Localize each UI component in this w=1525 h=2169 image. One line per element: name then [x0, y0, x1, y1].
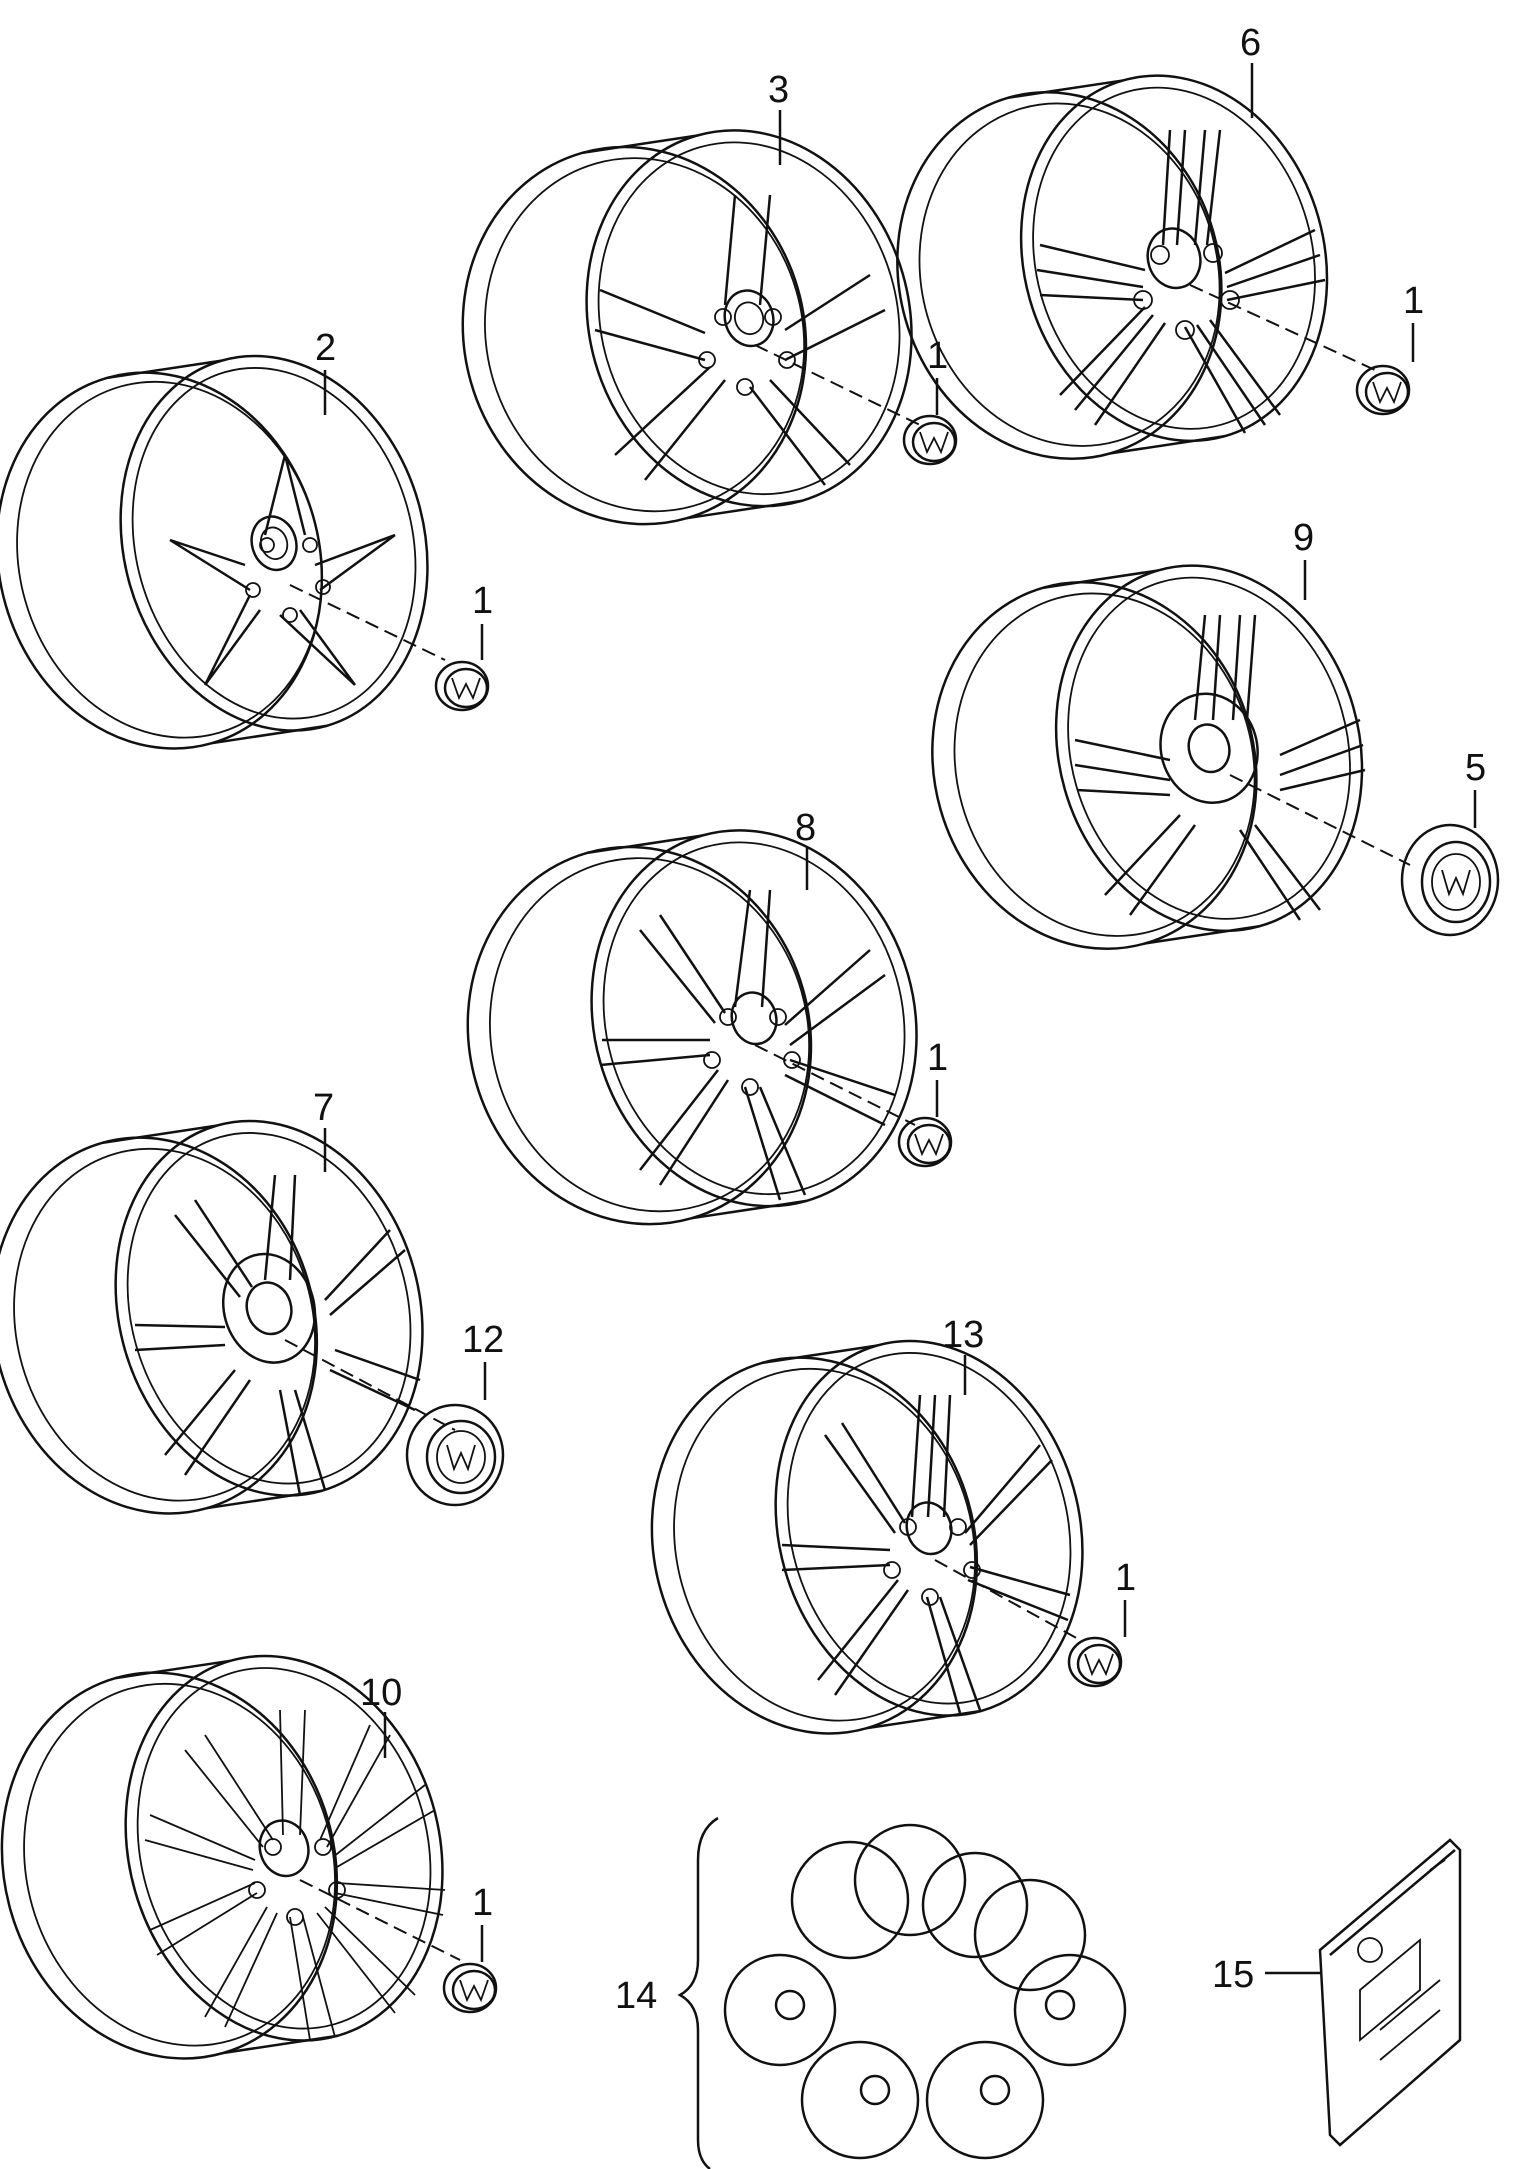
wheel-8[interactable]	[424, 777, 961, 1279]
wheel-3[interactable]	[419, 77, 956, 579]
wheel-9-spokes	[1074, 614, 1366, 921]
axis-line-10	[299, 1879, 461, 1961]
axis-line-2	[289, 584, 446, 661]
axis-line-8	[754, 1044, 916, 1126]
callout-12: 12	[462, 1319, 504, 1361]
wheel-10[interactable]	[0, 1604, 487, 2113]
axis-line-9	[1229, 774, 1411, 866]
callout-14: 14	[615, 1975, 657, 2017]
callout-1: 1	[1115, 1557, 1136, 1599]
callout-1: 1	[472, 1882, 493, 1924]
leader-lines	[323, 63, 1477, 1962]
callout-6: 6	[1240, 22, 1261, 64]
callout-9: 9	[1293, 517, 1314, 559]
callout-1: 1	[1403, 280, 1424, 322]
wheel-6[interactable]	[855, 25, 1370, 512]
axis-line-6	[1189, 284, 1376, 371]
axis-line-3	[754, 344, 921, 426]
center-cap-large-vw-icon[interactable]	[405, 1403, 505, 1507]
ring-and-disc-kit[interactable]	[677, 1816, 1127, 2169]
callout-2: 2	[315, 327, 336, 369]
callout-1: 1	[472, 580, 493, 622]
wheel-2[interactable]	[0, 305, 471, 802]
callout-15: 15	[1212, 1954, 1254, 1996]
wheel-7-spokes	[134, 1174, 421, 1496]
wheel-10-spokes	[144, 1709, 446, 2041]
callout-5: 5	[1465, 747, 1486, 789]
wheel-13[interactable]	[608, 1290, 1125, 1787]
callout-3: 3	[768, 69, 789, 111]
center-cap-small-vw-icon[interactable]	[434, 660, 490, 712]
wheel-3-spokes	[594, 194, 886, 486]
wheel-6-spokes	[1036, 129, 1326, 434]
callout-1: 1	[927, 335, 948, 377]
wheel-7[interactable]	[0, 1070, 466, 1567]
package-icon[interactable]	[1318, 1838, 1462, 2147]
center-cap-small-vw-icon[interactable]	[902, 414, 958, 466]
wheel-9[interactable]	[890, 515, 1405, 1002]
wheel-13-spokes	[781, 1394, 1071, 1714]
center-cap-small-vw-icon[interactable]	[442, 1962, 498, 2014]
callout-8: 8	[795, 807, 816, 849]
center-cap-small-vw-icon[interactable]	[1355, 364, 1411, 416]
center-cap-small-vw-icon[interactable]	[1067, 1636, 1123, 1688]
callout-7: 7	[313, 1087, 334, 1129]
wheel-2-spokes	[169, 454, 396, 686]
wheel-8-spokes	[599, 889, 896, 1201]
callout-10: 10	[360, 1672, 402, 1714]
axis-line-13	[934, 1559, 1081, 1641]
center-cap-large-vw-icon[interactable]	[1400, 823, 1500, 937]
callout-13: 13	[942, 1314, 984, 1356]
center-cap-small-vw-icon[interactable]	[897, 1116, 953, 1168]
callout-1: 1	[927, 1037, 948, 1079]
